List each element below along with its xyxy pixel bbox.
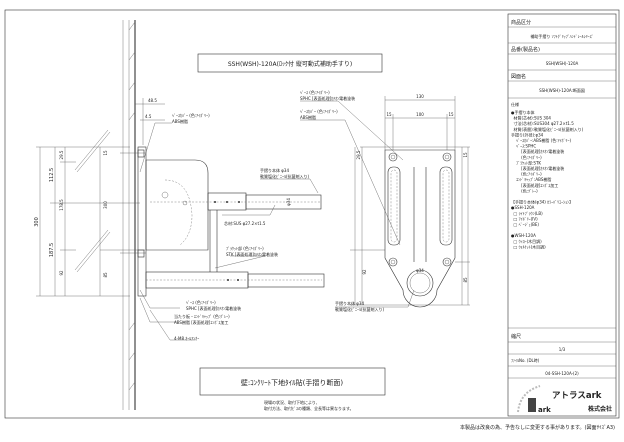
- spec-line: □ ｳｫﾙﾅｯﾄ(木目調): [511, 243, 546, 249]
- dim-wall-offset: 4.5: [145, 114, 152, 119]
- label-front-cover-2: ABS樹脂: [300, 114, 316, 120]
- front-view: φ34: [384, 149, 456, 308]
- spec-line: (色:ｱｲﾎﾞﾘｰ): [511, 171, 542, 177]
- drawing-name-value: SSH(WSH)-120A:断面図: [539, 87, 585, 93]
- dim-overall: 300: [34, 217, 40, 227]
- dim-lower: 187.5: [49, 243, 55, 257]
- drawing-name-label: 図面名: [511, 73, 526, 80]
- title-block: [508, 26, 616, 379]
- base-plate-front: [384, 149, 456, 308]
- label-core: 芯材:SUS φ27.2×t1.5: [224, 220, 266, 226]
- dim-d3: 92: [59, 270, 64, 276]
- spec-line: ｴﾝﾄﾞｷｬｯﾌﾟ:ABS樹脂: [511, 176, 551, 182]
- spec-line: ●WSH-120A: [511, 233, 536, 238]
- front-view-leaders: [300, 100, 415, 308]
- install-note-2: 取付方法、取付ﾋﾞｽの種類、全長等は異なります。: [264, 405, 354, 411]
- spec-line: ﾍﾞｰｽｶﾊﾞｰ:ABS樹脂 (色:ｱｲﾎﾞﾘｰ): [511, 137, 572, 143]
- side-view-dimensions: [36, 98, 165, 297]
- scale-value: 1/3: [559, 347, 566, 352]
- dim-bolt-low: 85: [103, 272, 108, 278]
- dim-front-side-r: 15: [448, 112, 454, 117]
- side-view: φ34: [120, 146, 325, 297]
- spec-title: 仕様: [511, 101, 519, 107]
- rail-section-circle: [406, 269, 434, 297]
- label-endcap-1: 当たり板・ｴﾝﾄﾞｷｬｯﾌﾟ (色:ｸﾞﾚｰ): [174, 313, 230, 319]
- category-value: 補助手摺り ｿﾌﾄｸﾞﾘｯﾌﾟﾊﾝﾄﾞﾚｰﾙｼﾘｰｽﾞ: [530, 33, 593, 39]
- spec-line: 寸法(芯材):SUS304 φ27.2×t1.5: [511, 120, 574, 126]
- label-anchor: 4-M8 ｵｰﾙｱﾝｶｰ: [174, 336, 199, 341]
- dim-front-top-r: 15: [463, 152, 468, 158]
- dim-d2: 178.5: [59, 199, 64, 211]
- company-suffix: 株式会社: [588, 405, 612, 413]
- spec-line: ﾌﾞﾗｹｯﾄ部:STK: [511, 159, 541, 165]
- drawing-title: SSH(WSH)-120A(ﾛｯｸ付 縦可動式補助手すり): [228, 60, 352, 68]
- install-note-1: 現場の状況、取付下地により、: [264, 399, 320, 405]
- part-value: SSH(WSH)-120A: [546, 61, 579, 66]
- company-logo: ark アトラスark 株式会社: [517, 385, 612, 414]
- dim-front-side-l: 15: [386, 112, 392, 117]
- dim-front-width: 130: [416, 94, 424, 99]
- footer-note: 本製品は改良の為、予告なしに変更する事があります。(図面ｻｲｽﾞA3): [460, 424, 615, 431]
- category-label: 商品区分: [511, 19, 531, 26]
- drawing-title-box: SSH(WSH)-120A(ﾛｯｸ付 縦可動式補助手すり): [197, 53, 383, 73]
- spec-line: (色:ｱｲﾎﾞﾘｰ): [511, 154, 542, 160]
- side-view-leaders: [139, 122, 319, 341]
- spec-line: ●SSH-120A: [511, 205, 535, 210]
- spec-line: (色:ｸﾞﾚｰ): [511, 187, 538, 193]
- file-no-value: 04-SSH-120A-(2): [545, 371, 579, 376]
- dim-front-bottom-l: 92: [362, 269, 367, 275]
- spec-line: [表面処理]ｶﾁｵﾝ電着塗装: [511, 165, 564, 171]
- spec-line: ●手摺り本体: [511, 109, 535, 115]
- label-bracket-2: STK [表面処理]ｶﾁｵﾝ電着塗装: [226, 251, 278, 257]
- label-front-cover-1: ﾍﾞｰｽｶﾊﾞｰ (色:ｱｲﾎﾞﾘｰ): [300, 108, 338, 114]
- label-endcap-2: ABS樹脂 [表面処理]ｴﾝﾎﾞｽ加工: [174, 319, 228, 325]
- wall-section: [74, 20, 136, 410]
- section-title: 壁:ｺﾝｸﾘｰﾄ下地ﾀｲﾙ貼(手摺り断面): [241, 378, 344, 387]
- dim-front-bottom-r: 85: [463, 277, 468, 283]
- dim-front-mid: 100: [416, 112, 424, 117]
- label-base-cover-1: ﾍﾞｰｽｶﾊﾞｰ (色:ｱｲﾎﾞﾘｰ): [172, 112, 210, 118]
- spec-line: ﾍﾞｰｽ:SPHC: [511, 144, 536, 149]
- company-name: アトラスark: [552, 391, 602, 401]
- spec-line: [表面処理]ｶﾁｵﾝ電着塗装: [511, 148, 564, 154]
- label-front-base-2: SPHC [表面処理]ｶﾁｵﾝ電着塗装: [300, 95, 355, 101]
- spec-line: 材質(芯材):SUS 304: [511, 115, 551, 121]
- label-rail-2: 軟質塩化ﾋﾞﾆｰﾙ(抗菌剤入り): [260, 173, 310, 179]
- dim-front-top: 29.5: [356, 150, 361, 159]
- dim-bolt-top: 15: [103, 150, 108, 156]
- label-base-2: SPHC [表面処理]ｶﾁｵﾝ電着塗装: [186, 305, 241, 311]
- spec-line: 材質(表層):軟質塩化ﾋﾞﾆｰﾙ(抗菌剤入り): [511, 126, 584, 132]
- label-front-rail-2: 軟質塩化ﾋﾞﾆｰﾙ(抗菌剤入り): [335, 306, 385, 312]
- section-title-box: 壁:ｺﾝｸﾘｰﾄ下地ﾀｲﾙ貼(手摺り断面): [199, 367, 386, 396]
- label-base-cover-2: ABS樹脂: [172, 118, 188, 124]
- lower-rail: [247, 273, 325, 288]
- label-base-1: ﾍﾞｰｽ (色:ｱｲﾎﾞﾘｰ): [186, 299, 216, 305]
- logo-ark: ark: [538, 406, 551, 414]
- front-view-dimensions: [350, 96, 470, 306]
- spec-line: □ ｱｲﾎﾞﾘｰ(IV): [511, 216, 538, 221]
- label-rail-1: 手摺り本体 φ34: [260, 167, 289, 173]
- dim-mid: 300: [103, 201, 108, 209]
- spec-line: 【手摺り本体(φ34) ｶﾗｰﾊﾞﾘｴｰｼｮﾝ】: [511, 199, 573, 205]
- label-bracket-1: ﾌﾞﾗｹｯﾄ部 (色:ｱｲﾎﾞﾘｰ): [226, 245, 264, 251]
- spec-list: ●手摺り本体 材質(芯材):SUS 304 寸法(芯材):SUS304 φ27.…: [511, 109, 584, 249]
- spec-line: □ ﾗｲﾄﾌﾞﾗｳﾝ(LB): [511, 210, 543, 216]
- dim-front-dia: φ34: [416, 268, 424, 273]
- base-cover-shape: [145, 159, 209, 251]
- spec-line: □ ｳｨﾛｰ(木目調): [511, 238, 542, 244]
- label-front-rail-1: 手摺り本体 φ34: [335, 300, 364, 306]
- dim-top-offset: 48.5: [148, 98, 157, 103]
- file-no-label: ﾌｧｲﾙNo. (DL時): [511, 357, 540, 363]
- dim-upper: 112.5: [49, 168, 55, 182]
- label-front-base-1: ﾍﾞｰｽ (色:ｱｲﾎﾞﾘｰ): [300, 89, 330, 95]
- spec-line: □ ﾍﾞｰｼﾞｭ(BE): [511, 222, 539, 227]
- dim-rail-dia: φ34: [286, 198, 291, 206]
- dim-d1: 29.5: [59, 150, 64, 159]
- sheet-border: [4, 9, 620, 419]
- title-block-frame: [507, 13, 617, 417]
- part-label: 品番(製品名): [511, 46, 540, 53]
- spec-line: 手摺り(外径):φ34: [511, 131, 544, 137]
- spec-line: [表面処理]ｴﾝﾎﾞｽ加工: [511, 182, 558, 188]
- scale-label: 縮尺: [511, 333, 521, 340]
